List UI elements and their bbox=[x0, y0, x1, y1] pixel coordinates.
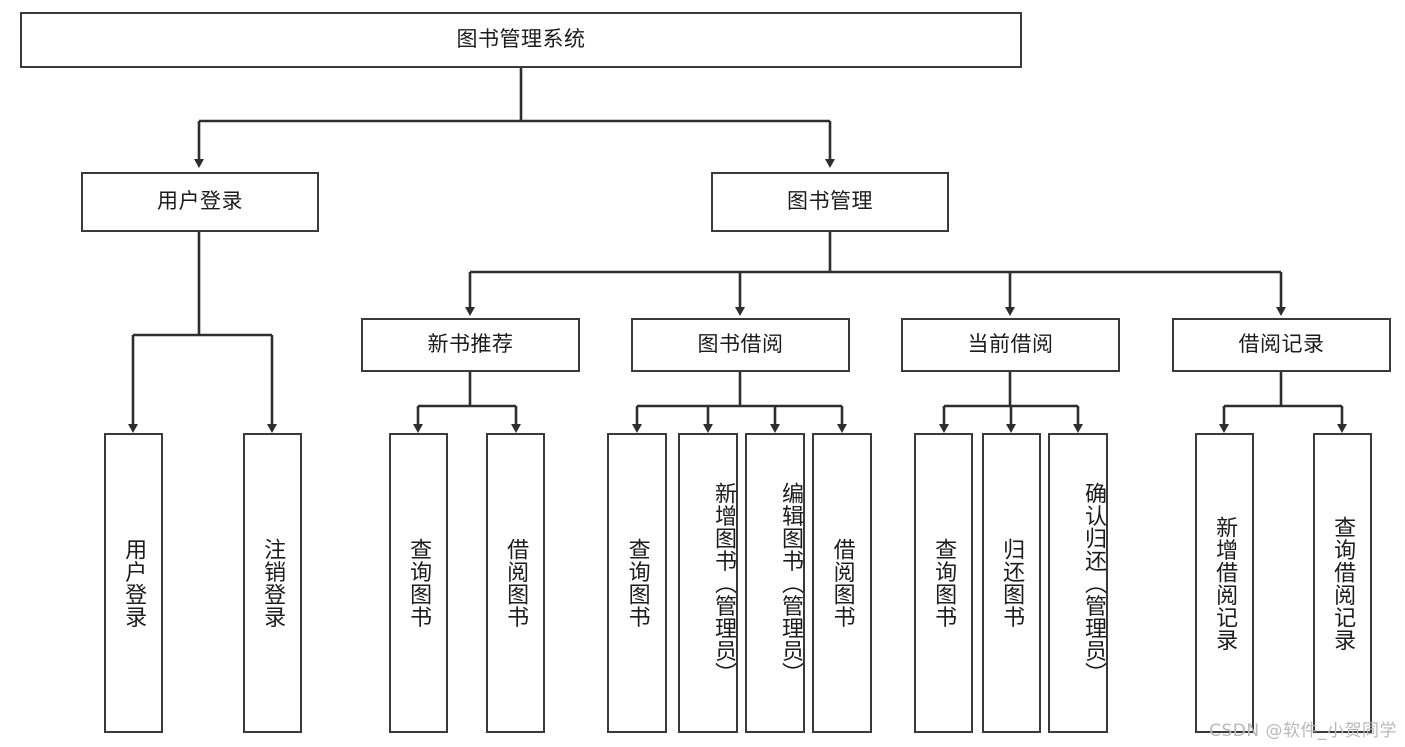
node-leaf-confirm-return-admin[interactable]: 确认归还（管理员） bbox=[1048, 433, 1108, 733]
node-label: 图书借阅 bbox=[697, 332, 784, 357]
node-user-login[interactable]: 用户登录 bbox=[81, 172, 319, 232]
node-book-management[interactable]: 图书管理 bbox=[711, 172, 949, 232]
node-leaf-borrow-book-1[interactable]: 借阅图书 bbox=[486, 433, 545, 733]
node-label: 查询图书 bbox=[624, 538, 650, 628]
node-leaf-return-book[interactable]: 归还图书 bbox=[982, 433, 1041, 733]
node-label: 新增图书（管理员） bbox=[711, 481, 736, 685]
node-leaf-add-book-admin[interactable]: 新增图书（管理员） bbox=[678, 433, 738, 733]
node-label: 确认归还（管理员） bbox=[1081, 481, 1106, 685]
node-label: 借阅图书 bbox=[503, 538, 529, 628]
node-label: 注销登录 bbox=[260, 538, 286, 628]
node-leaf-query-book-3[interactable]: 查询图书 bbox=[914, 433, 973, 733]
node-leaf-query-book-2[interactable]: 查询图书 bbox=[607, 433, 667, 733]
node-label: 新书推荐 bbox=[427, 332, 514, 357]
node-label: 图书管理 bbox=[787, 189, 873, 214]
node-label: 图书管理系统 bbox=[456, 27, 586, 52]
node-leaf-user-login[interactable]: 用户登录 bbox=[104, 433, 163, 733]
node-root-system[interactable]: 图书管理系统 bbox=[20, 12, 1022, 68]
node-leaf-query-borrow-record[interactable]: 查询借阅记录 bbox=[1313, 433, 1372, 733]
node-borrow-record[interactable]: 借阅记录 bbox=[1172, 318, 1391, 372]
node-label: 归还图书 bbox=[999, 538, 1025, 628]
node-label: 编辑图书（管理员） bbox=[778, 481, 803, 685]
node-leaf-edit-book-admin[interactable]: 编辑图书（管理员） bbox=[745, 433, 805, 733]
node-label: 用户登录 bbox=[157, 189, 243, 214]
node-label: 查询借阅记录 bbox=[1330, 515, 1356, 651]
node-leaf-logout-login[interactable]: 注销登录 bbox=[243, 433, 302, 733]
watermark-text: CSDN @软件_小贺同学 bbox=[1209, 721, 1397, 741]
node-book-borrow[interactable]: 图书借阅 bbox=[631, 318, 850, 372]
node-label: 查询图书 bbox=[931, 538, 957, 628]
node-label: 用户登录 bbox=[121, 538, 147, 628]
node-current-borrow[interactable]: 当前借阅 bbox=[901, 318, 1120, 372]
node-label: 借阅图书 bbox=[829, 538, 855, 628]
node-label: 查询图书 bbox=[406, 538, 432, 628]
node-new-book-recommend[interactable]: 新书推荐 bbox=[361, 318, 580, 372]
node-label: 当前借阅 bbox=[967, 332, 1054, 357]
node-label: 新增借阅记录 bbox=[1212, 515, 1238, 651]
node-leaf-add-borrow-record[interactable]: 新增借阅记录 bbox=[1195, 433, 1254, 733]
node-leaf-query-book-1[interactable]: 查询图书 bbox=[389, 433, 448, 733]
node-leaf-borrow-book-2[interactable]: 借阅图书 bbox=[812, 433, 872, 733]
node-label: 借阅记录 bbox=[1238, 332, 1325, 357]
